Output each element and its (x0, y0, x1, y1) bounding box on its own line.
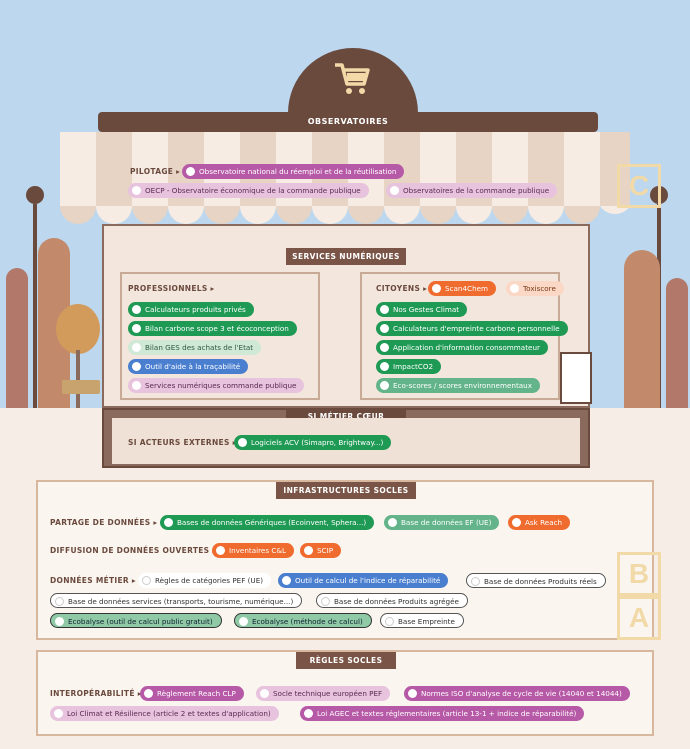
circle-icon (321, 597, 330, 606)
pentagon-icon (380, 305, 389, 314)
bases-generiques-pill[interactable]: Bases de données Génériques (Ecoinvent, … (160, 515, 375, 530)
ask-reach-pill[interactable]: Ask Reach (508, 515, 571, 530)
interoperabilite-label: INTEROPÉRABILITÉ ▸ (50, 689, 142, 698)
application-information-pill[interactable]: Application d'information consommateur (376, 340, 548, 355)
letter-b-badge: B (617, 552, 661, 596)
circle-icon (164, 518, 173, 527)
produits-agregee-pill[interactable]: Base de données Produits agrégée (316, 593, 468, 608)
pilotage-label: PILOTAGE ▸ (130, 167, 181, 176)
circle-icon (432, 284, 441, 293)
infrastructures-title: INFRASTRUCTURES SOCLES (276, 482, 416, 499)
letter-c-badge: C (617, 164, 661, 208)
circle-icon (304, 546, 313, 555)
shop-window-right (360, 272, 560, 400)
bilan-carbone-pill[interactable]: Bilan carbone scope 3 et écoconception (128, 321, 297, 336)
circle-icon (55, 617, 64, 626)
lamp-icon (26, 186, 44, 204)
shop-body (102, 224, 590, 408)
circle-icon (239, 617, 248, 626)
loi-climat-pill[interactable]: Loi Climat et Résilience (article 2 et t… (50, 706, 279, 721)
circle-icon (512, 518, 521, 527)
oecp-pill[interactable]: OECP - Observatoire économique de la com… (128, 183, 369, 198)
nos-gestes-climat-pill[interactable]: Nos Gestes Climat (376, 302, 468, 317)
circle-icon (132, 305, 141, 314)
circle-icon (380, 343, 389, 352)
circle-icon (380, 324, 389, 333)
inventaires-cl-pill[interactable]: Inventaires C&L (212, 543, 295, 558)
services-commande-publique-pill[interactable]: Services numériques commande publique (128, 378, 305, 393)
bench-icon (62, 380, 100, 394)
loi-agec-pill[interactable]: Loi AGEC et textes réglementaires (artic… (300, 706, 585, 721)
awning-scallops (60, 206, 630, 224)
shopping-cart-icon (335, 63, 370, 94)
calculateurs-produits-pill[interactable]: Calculateurs produits privés (128, 302, 254, 317)
letter-a-badge: A (617, 596, 661, 640)
donnees-metier-label: DONNÉES MÉTIER ▸ (50, 576, 136, 585)
diffusion-donnees-label: DIFFUSION DE DONNÉES OUVERTES ▸ (50, 546, 216, 555)
circle-icon (144, 689, 153, 698)
pentagon-icon (390, 186, 399, 195)
pentagon-icon (132, 343, 141, 352)
observatoires-commande-publique-pill[interactable]: Observatoires de la commande publique (386, 183, 558, 198)
circle-icon (142, 576, 151, 585)
partage-donnees-label: PARTAGE DE DONNÉES ▸ (50, 518, 158, 527)
toxiscore-pill[interactable]: Toxiscore (506, 281, 564, 296)
ecobalyse-methode-pill[interactable]: Ecobalyse (méthode de calcul) (234, 613, 372, 628)
scan4chem-pill[interactable]: Scan4Chem (428, 281, 497, 296)
impactco2-pill[interactable]: ImpactCO2 (376, 359, 442, 374)
circle-icon (132, 362, 141, 371)
lamp-post-icon (33, 204, 37, 408)
round-tree-icon (56, 304, 100, 354)
scip-pill[interactable]: SCIP (300, 543, 342, 558)
pentagon-icon (132, 381, 141, 390)
professionnels-label: PROFESSIONNELS ▸ (128, 284, 215, 293)
circle-icon (216, 546, 225, 555)
shop-window-left (120, 272, 320, 400)
base-empreinte-pill[interactable]: Base Empreinte (380, 613, 464, 628)
services-numeriques-title: SERVICES NUMÉRIQUES (286, 248, 406, 265)
roof-bar (98, 112, 598, 132)
normes-iso-pill[interactable]: Normes ISO d'analyse de cycle de vie (14… (404, 686, 630, 701)
circle-icon (380, 381, 389, 390)
circle-icon (55, 597, 64, 606)
reglement-reach-pill[interactable]: Règlement Reach CLP (140, 686, 244, 701)
right-tree-icon (666, 278, 688, 408)
tree-trunk-icon (76, 350, 80, 408)
bilan-ges-pill[interactable]: Bilan GES des achats de l'Etat (128, 340, 262, 355)
observatoires-title: OBSERVATOIRES (307, 117, 389, 126)
calculateurs-empreinte-pill[interactable]: Calculateurs d'empreinte carbone personn… (376, 321, 568, 336)
si-acteurs-externes-label: SI ACTEURS EXTERNES ▸ (128, 438, 236, 447)
circle-icon (238, 438, 247, 447)
circle-icon (385, 617, 394, 626)
logiciels-acv-pill[interactable]: Logiciels ACV (Simapro, Brightway...) (234, 435, 392, 450)
pentagon-icon (132, 186, 141, 195)
indice-reparabilite-pill[interactable]: Outil de calcul de l'indice de réparabil… (278, 573, 449, 588)
ecobalyse-outil-pill[interactable]: Ecobalyse (outil de calcul public gratui… (50, 613, 222, 628)
circle-icon (510, 284, 519, 293)
produits-reels-pill[interactable]: Base de données Produits réels (466, 573, 606, 588)
circle-icon (132, 324, 141, 333)
circle-icon (408, 689, 417, 698)
outil-tracabilite-pill[interactable]: Outil d'aide à la traçabilité (128, 359, 249, 374)
circle-icon (471, 577, 480, 586)
regles-socles-title: RÈGLES SOCLES (296, 652, 396, 669)
right-tree-icon (624, 250, 660, 408)
pentagon-icon (282, 576, 291, 585)
socle-pef-pill[interactable]: Socle technique européen PEF (256, 686, 391, 701)
observatoire-reemploi-pill[interactable]: Observatoire national du réemploi et de … (182, 164, 405, 179)
circle-icon (260, 689, 269, 698)
easel-icon (560, 352, 592, 404)
citoyens-label: CITOYENS ▸ (376, 284, 428, 293)
left-tree-icon (6, 268, 28, 408)
pentagon-icon (54, 709, 63, 718)
pentagon-icon (304, 709, 313, 718)
base-ef-pill[interactable]: Base de données EF (UE) (384, 515, 500, 530)
eco-scores-pill[interactable]: Eco-scores / scores environnementaux (376, 378, 540, 393)
pentagon-icon (380, 362, 389, 371)
base-services-pill[interactable]: Base de données services (transports, to… (50, 593, 303, 608)
pentagon-icon (186, 167, 195, 176)
circle-icon (388, 518, 397, 527)
regles-pef-pill[interactable]: Règles de catégories PEF (UE) (138, 573, 272, 588)
